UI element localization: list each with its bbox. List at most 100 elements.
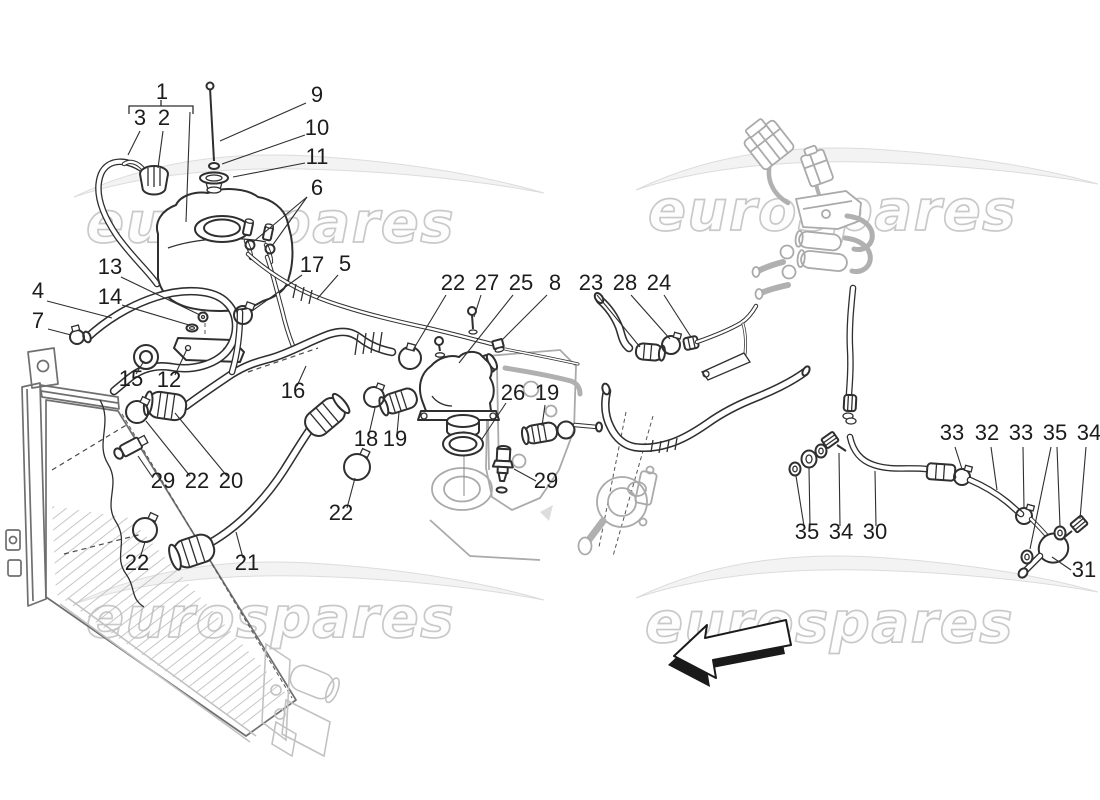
part-label-35: 35 (795, 519, 819, 544)
hose-21-group (132, 392, 371, 571)
watermark-swoosh-icon (635, 555, 1099, 599)
part-label-22: 22 (185, 468, 209, 493)
leader-line-9 (219, 102, 307, 142)
leader-line-35 (1029, 446, 1052, 550)
sensor-29 (113, 434, 149, 460)
pipe-30-assembly (788, 284, 1089, 579)
part-label-17: 17 (300, 252, 324, 277)
part-label-19: 19 (383, 426, 407, 451)
sleeve-19 (520, 421, 559, 446)
hose-clamp-22 (343, 453, 371, 481)
group-bracket-1 (128, 100, 194, 114)
part-label-34: 34 (829, 519, 853, 544)
washer-35 (1020, 549, 1034, 565)
expansion-tank (156, 188, 294, 312)
leader-line-19 (541, 404, 546, 427)
grommet-15 (133, 344, 159, 370)
part-label-12: 12 (157, 367, 181, 392)
thermostat-group (417, 306, 514, 494)
leader-line-11 (232, 162, 306, 178)
leader-line-20 (174, 412, 228, 477)
leader-line-30 (874, 470, 877, 527)
bypass-hose (601, 365, 811, 454)
leader-line-5 (316, 274, 339, 300)
leader-line-3 (127, 130, 141, 156)
leader-line-8 (501, 294, 548, 341)
part-label-11: 11 (306, 144, 329, 169)
leader-line-24 (663, 294, 692, 338)
part-label-29: 29 (534, 468, 558, 493)
leader-line-29 (513, 468, 537, 482)
part-label-34: 34 (1077, 420, 1100, 445)
tank-cap-2 (121, 159, 169, 196)
level-rod-9 (209, 87, 215, 162)
radiator (5, 347, 340, 758)
leader-line-21 (235, 531, 244, 559)
clamp-8 (491, 338, 505, 353)
bolt (434, 336, 444, 346)
leader-line-10 (221, 134, 306, 165)
solenoid-valve (794, 229, 842, 252)
leader-line-1 (185, 111, 191, 223)
leader-line-35 (808, 467, 811, 527)
leader-line-22 (139, 541, 146, 559)
hose-clamp-6 (244, 239, 256, 251)
leader-line-28 (630, 294, 671, 340)
hose-clamp-17 (233, 305, 253, 325)
leader-line-18 (368, 407, 376, 435)
part-label-24: 24 (647, 270, 671, 295)
part-label-21: 21 (235, 550, 259, 575)
leader-line-4 (46, 300, 113, 319)
part-label-9: 9 (311, 82, 323, 107)
hose-clamp-22 (125, 400, 149, 424)
part-label-22: 22 (329, 500, 353, 525)
hose-clamp-7 (69, 329, 85, 345)
part-label-4: 4 (32, 278, 44, 303)
banjo-bolt-34 (1069, 514, 1089, 534)
part-label-27: 27 (475, 270, 499, 295)
leader-line-31 (1051, 556, 1072, 571)
part-label-30: 30 (863, 519, 887, 544)
part-label-3: 3 (134, 105, 146, 130)
sensor-29 (491, 445, 514, 494)
part-label-5: 5 (339, 251, 351, 276)
leader-line-26 (481, 402, 507, 440)
part-label-19: 19 (535, 380, 559, 405)
bypass-sleeves (363, 382, 603, 446)
leader-line-17 (251, 274, 303, 312)
hose-clamp (556, 420, 576, 440)
leader-line-29 (137, 455, 154, 479)
washer-35 (1053, 525, 1067, 541)
watermark-swoosh-icon (635, 147, 1099, 191)
part-label-25: 25 (509, 270, 533, 295)
part-label-35: 35 (1043, 420, 1067, 445)
hose-4-group (69, 286, 241, 396)
part-label-1: 1 (156, 79, 168, 104)
leader-line-12 (174, 348, 188, 376)
leader-line-27 (473, 294, 482, 318)
eye-fitting (800, 449, 818, 469)
leader-line-34 (838, 452, 841, 527)
leader-line-35 (1056, 446, 1061, 527)
part-label-16: 16 (281, 378, 305, 403)
connector-plug-icon (743, 118, 795, 171)
part-label-33: 33 (1009, 420, 1033, 445)
hose-clamp-28 (661, 335, 681, 355)
part-label-6: 6 (311, 175, 323, 200)
leader-line-6 (252, 196, 308, 243)
solenoid-valve (796, 249, 848, 272)
leader-line-13 (120, 276, 201, 316)
leader-line-15 (135, 360, 145, 375)
leader-line-22 (346, 477, 356, 509)
leader-line-14 (121, 304, 190, 326)
part-label-26: 26 (501, 380, 525, 405)
hose-16-group (125, 300, 422, 424)
part-label-8: 8 (549, 270, 561, 295)
leader-line-32 (990, 446, 998, 491)
leader-line-19 (396, 411, 400, 435)
leader-line-22 (412, 294, 447, 351)
washer-35 (814, 443, 828, 459)
part-label-33: 33 (940, 420, 964, 445)
